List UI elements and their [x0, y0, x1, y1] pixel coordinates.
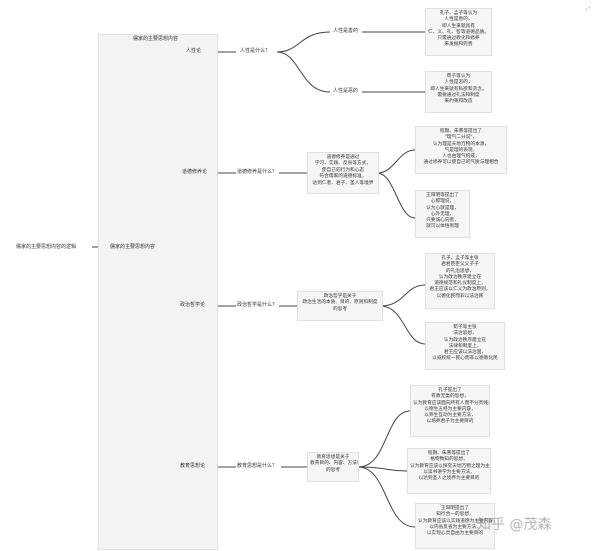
edge-jiaoyu-mid-box2 — [357, 466, 408, 472]
question-zhengzhi[interactable]: 政治哲学是什么？ — [237, 302, 278, 308]
question-daode[interactable]: 道德修养是什么？ — [237, 169, 278, 175]
box-jiaoyu-1[interactable]: 孔子提出了 有教无类的思想， 认为教育应该面向所有人而不分贵贱贫富， 以德生五经… — [410, 385, 490, 437]
branch-zhengzhi[interactable]: 政治哲学论 — [180, 302, 206, 308]
question-jiaoyu[interactable]: 教育思想是什么？ — [237, 463, 278, 469]
mid-daode[interactable]: 道德修养是通过 学习、实践、反省等方式， 使自己的行为和心态 符合儒家的道德标准… — [307, 152, 379, 194]
box-jiaoyu-2[interactable]: 程颢、朱熹等提出了 格物致知的思想， 认为教育应该以探究天地万物之理为主要内容，… — [407, 448, 491, 494]
box-daode-1[interactable]: 程颢、朱熹等提出了 "理气二分说"， 认为理是天地万物的本源， 气是理的表现， … — [415, 126, 507, 174]
center-panel — [98, 34, 218, 550]
box-zhengzhi-1[interactable]: 孔子、孟子等主张 君君臣臣父父子子 的礼治思想， 认为政治秩序建立在 道德规范和… — [425, 253, 495, 309]
edge-q-renxing-e — [276, 51, 331, 93]
root-node[interactable]: 儒家的主要思想内容的逻辑 — [16, 244, 77, 250]
mid-zhengzhi[interactable]: 政治哲学是关于 政治生活的本质、目的、原则和制度 的思考 — [297, 291, 383, 321]
edge-jiaoyu-mid-box1 — [357, 410, 411, 468]
mid-jiaoyu[interactable]: 教育思想是关于 教育目的、内容、方法和作用 的思考 — [307, 452, 359, 482]
edge-q-renxing-shan — [276, 31, 331, 53]
branch-jiaoyu[interactable]: 教育思想论 — [180, 463, 206, 469]
edge-daode-mid-box2 — [376, 172, 416, 219]
sub-renxing-e[interactable]: 人性是恶的 — [333, 88, 359, 94]
edge-zhengzhi-mid-box1 — [379, 284, 426, 307]
branch-renxing[interactable]: 人性论 — [186, 48, 202, 54]
box-zhengzhi-2[interactable]: 荀子等主张 法治思想， 认为政治秩序建立在 法律和制度上， 君王应该以法治国， … — [425, 322, 505, 370]
panel-title: 儒家的主要思想内容 — [133, 36, 179, 42]
box-daode-2[interactable]: 王阳明等提出了 心即理说， 认为心就是理， 心外无理， 只要诚心向善， 就可以体… — [415, 190, 470, 238]
watermark: 知乎 @茂森 — [477, 517, 552, 533]
question-renxing[interactable]: 人性是什么？ — [240, 48, 271, 54]
center-node[interactable]: 儒家的主要思想内容 — [110, 244, 156, 250]
box-renxing-shan[interactable]: 孔子、孟子等认为 人性是善的， 即人生来就具有 仁、义、礼、智等道德品质。 只需… — [425, 8, 492, 56]
sub-renxing-shan[interactable]: 人性是善的 — [333, 28, 359, 34]
edge-daode-mid-box1 — [376, 149, 416, 174]
box-renxing-e[interactable]: 荀子等认为 人性是恶的， 即人生来就有私欲和贪念， 需要通过礼法和制度 来约束和… — [425, 71, 492, 113]
expand-icon[interactable]: ⤢ — [586, 6, 591, 12]
box-jiaoyu-3[interactable]: 王阳明提出了 知行合一的思想， 认为教育应该以实践道德为主要内容， 以内省反省为… — [415, 503, 495, 549]
edge-zhengzhi-mid-box2 — [379, 305, 426, 345]
edge-jiaoyu-mid-box3 — [357, 466, 416, 528]
branch-daode[interactable]: 道德修养论 — [182, 169, 208, 175]
